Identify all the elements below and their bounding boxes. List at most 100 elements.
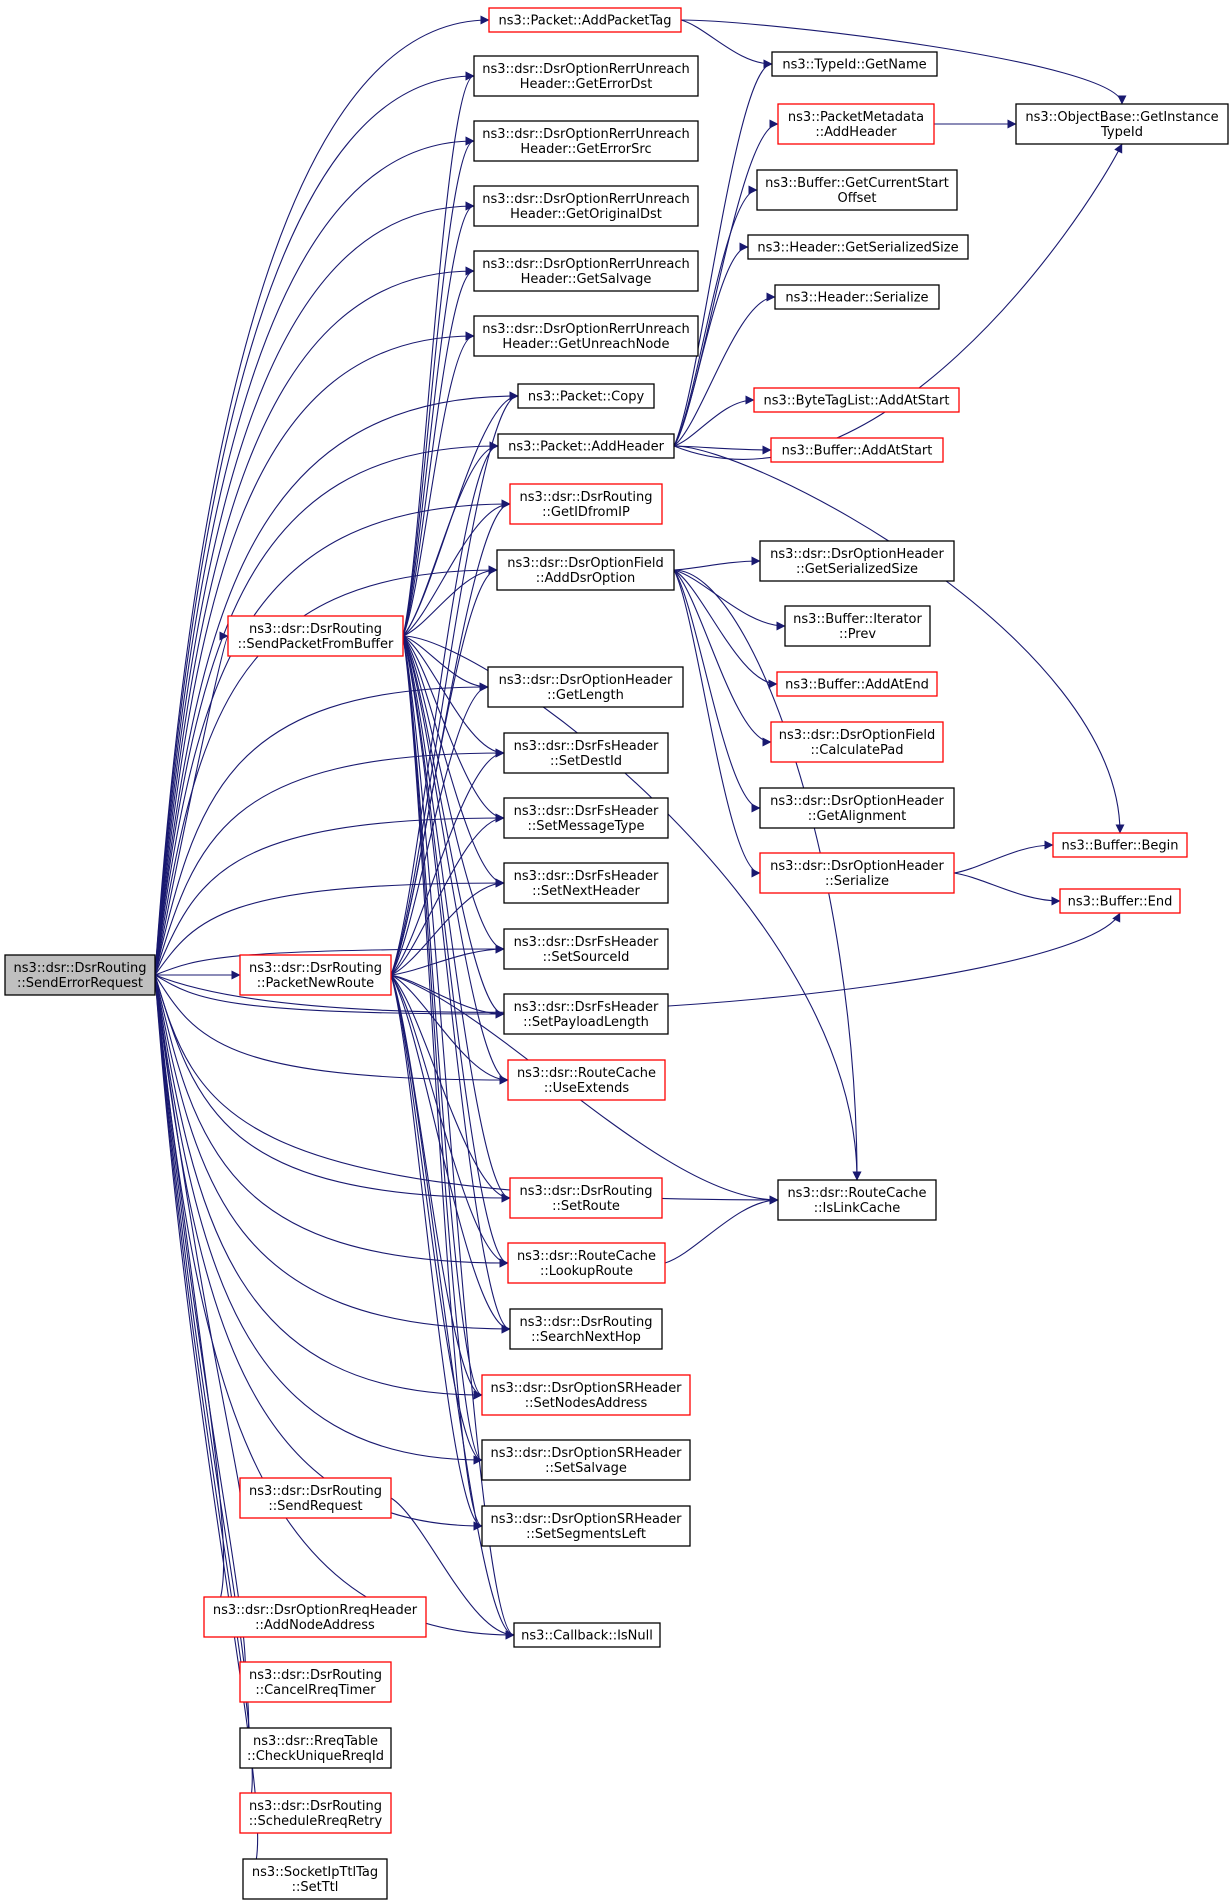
node-cancelRreqTimer[interactable]: ns3::dsr::DsrRouting::CancelRreqTimer (239, 1661, 392, 1703)
node-bufferAddAtEnd[interactable]: ns3::Buffer::AddAtEnd (776, 671, 938, 697)
node-getErrorDst[interactable]: ns3::dsr::DsrOptionRerrUnreachHeader::Ge… (473, 55, 699, 97)
node-setRoute[interactable]: ns3::dsr::DsrRouting::SetRoute (509, 1177, 663, 1219)
edge-root-to-searchNextHop (154, 974, 511, 1334)
edge-addDsrOption-to-optHdrSerialize (673, 569, 761, 878)
node-box-isLinkCache (777, 1179, 937, 1221)
node-optHdrGetSerializedSize[interactable]: ns3::dsr::DsrOptionHeader::GetSerialized… (759, 540, 955, 582)
node-box-getInstanceTypeId (1015, 103, 1229, 145)
node-box-lookupRoute (507, 1242, 666, 1284)
node-box-getOriginalDst (473, 185, 699, 227)
edge-packetNewRoute-to-packetAddHeader (390, 441, 499, 976)
node-label-setSourceId-1: ::SetSourceId (543, 950, 630, 965)
node-box-checkUniqueRreqId (239, 1727, 392, 1769)
node-packetNewRoute[interactable]: ns3::dsr::DsrRouting::PacketNewRoute (239, 954, 392, 996)
node-label-getIDfromIP-0: ns3::dsr::DsrRouting (520, 490, 653, 505)
edge-root-to-setNodesAddress (154, 974, 483, 1400)
node-label-callbackIsNull-0: ns3::Callback::IsNull (521, 1629, 653, 1644)
node-bufferEnd[interactable]: ns3::Buffer::End (1059, 888, 1181, 914)
node-packetAddHeader[interactable]: ns3::Packet::AddHeader (497, 433, 675, 459)
node-setSourceId[interactable]: ns3::dsr::DsrFsHeader::SetSourceId (503, 928, 669, 970)
node-box-getSalvage (473, 250, 699, 292)
node-getAlignment[interactable]: ns3::dsr::DsrOptionHeader::GetAlignment (759, 787, 955, 829)
edge-addDsrOption-to-iteratorPrev (673, 569, 786, 631)
node-bufferBegin[interactable]: ns3::Buffer::Begin (1052, 832, 1188, 858)
node-optHdrGetLength[interactable]: ns3::dsr::DsrOptionHeader::GetLength (487, 666, 684, 708)
node-sendPacketFromBuffer[interactable]: ns3::dsr::DsrRouting::SendPacketFromBuff… (227, 615, 404, 657)
node-getErrorSrc[interactable]: ns3::dsr::DsrOptionRerrUnreachHeader::Ge… (473, 120, 699, 162)
node-label-bufferAddAtEnd-0: ns3::Buffer::AddAtEnd (785, 678, 929, 693)
node-bufferAddAtStart[interactable]: ns3::Buffer::AddAtStart (770, 437, 944, 463)
node-label-sendPacketFromBuffer-1: ::SendPacketFromBuffer (238, 637, 394, 652)
edge-packetNewRoute-to-addDsrOption (390, 565, 498, 976)
node-label-setPayloadLength-0: ns3::dsr::DsrFsHeader (514, 1000, 659, 1015)
node-box-srSetSalvage (481, 1439, 691, 1481)
node-label-packetCopy-0: ns3::Packet::Copy (528, 390, 645, 405)
node-setTtl[interactable]: ns3::SocketIpTtlTag::SetTtl (242, 1858, 388, 1900)
node-label-setSegmentsLeft-0: ns3::dsr::DsrOptionSRHeader (490, 1512, 682, 1527)
node-label-getOriginalDst-0: ns3::dsr::DsrOptionRerrUnreach (482, 192, 690, 207)
function-nodes: ns3::dsr::DsrRouting::SendErrorRequestns… (4, 7, 1229, 1900)
edge-sendPacketFromBuffer-to-callbackIsNull (402, 635, 515, 1640)
node-optHdrSerialize[interactable]: ns3::dsr::DsrOptionHeader::Serialize (759, 852, 955, 894)
node-box-searchNextHop (509, 1308, 663, 1350)
edge-sendPacketFromBuffer-to-getUnreachNode (402, 331, 475, 637)
node-pmAddHeader[interactable]: ns3::PacketMetadata::AddHeader (777, 103, 935, 145)
node-label-optHdrGetLength-1: ::GetLength (547, 688, 624, 703)
node-scheduleRreqRetry[interactable]: ns3::dsr::DsrRouting::ScheduleRreqRetry (239, 1792, 392, 1834)
node-useExtends[interactable]: ns3::dsr::RouteCache::UseExtends (507, 1059, 666, 1101)
node-getIDfromIP[interactable]: ns3::dsr::DsrRouting::GetIDfromIP (509, 483, 663, 525)
node-label-setRoute-1: ::SetRoute (552, 1199, 620, 1214)
node-sendRequest[interactable]: ns3::dsr::DsrRouting::SendRequest (239, 1477, 392, 1519)
node-checkUniqueRreqId[interactable]: ns3::dsr::RreqTable::CheckUniqueRreqId (239, 1727, 392, 1769)
node-box-useExtends (507, 1059, 666, 1101)
node-packetCopy[interactable]: ns3::Packet::Copy (517, 383, 655, 409)
node-box-getErrorSrc (473, 120, 699, 162)
node-isLinkCache[interactable]: ns3::dsr::RouteCache::IsLinkCache (777, 1179, 937, 1221)
node-setSegmentsLeft[interactable]: ns3::dsr::DsrOptionSRHeader::SetSegments… (481, 1505, 691, 1547)
node-setDestId[interactable]: ns3::dsr::DsrFsHeader::SetDestId (503, 732, 669, 774)
edge-sendPacketFromBuffer-to-setRoute (402, 635, 511, 1203)
node-setMessageType[interactable]: ns3::dsr::DsrFsHeader::SetMessageType (503, 797, 669, 839)
edge-packetNewRoute-to-setSegmentsLeft (390, 974, 483, 1531)
edge-root-to-callbackIsNull (154, 974, 515, 1640)
node-box-setPayloadLength (503, 993, 669, 1035)
node-addPacketTag[interactable]: ns3::Packet::AddPacketTag (488, 7, 682, 33)
node-box-setTtl (242, 1858, 388, 1900)
edge-root-to-getErrorDst (154, 71, 475, 976)
node-label-getCurrentStartOffset-1: Offset (837, 191, 876, 206)
node-srSetSalvage[interactable]: ns3::dsr::DsrOptionSRHeader::SetSalvage (481, 1439, 691, 1481)
node-addDsrOption[interactable]: ns3::dsr::DsrOptionField::AddDsrOption (496, 549, 675, 591)
edge-sendPacketFromBuffer-to-packetAddHeader (402, 441, 499, 637)
edge-root-to-packetAddHeader (154, 441, 499, 976)
node-box-getAlignment (759, 787, 955, 829)
node-addNodeAddress[interactable]: ns3::dsr::DsrOptionRreqHeader::AddNodeAd… (203, 1596, 427, 1638)
edge-root-to-setMessageType (154, 813, 505, 976)
node-label-setNodesAddress-0: ns3::dsr::DsrOptionSRHeader (490, 1381, 682, 1396)
node-hdrSerialize[interactable]: ns3::Header::Serialize (774, 284, 940, 310)
node-label-byteTagAddAtStart-0: ns3::ByteTagList::AddAtStart (764, 394, 950, 409)
node-hdrGetSerializedSize[interactable]: ns3::Header::GetSerializedSize (747, 234, 969, 260)
node-setPayloadLength[interactable]: ns3::dsr::DsrFsHeader::SetPayloadLength (503, 993, 669, 1035)
edge-root-to-packetCopy (154, 391, 519, 976)
node-callbackIsNull[interactable]: ns3::Callback::IsNull (513, 1622, 661, 1648)
node-label-bufferBegin-0: ns3::Buffer::Begin (1061, 839, 1178, 854)
edge-addPacketTag-to-typeIdGetName (680, 19, 773, 69)
node-iteratorPrev[interactable]: ns3::Buffer::Iterator::Prev (784, 605, 931, 647)
node-box-setDestId (503, 732, 669, 774)
node-byteTagAddAtStart[interactable]: ns3::ByteTagList::AddAtStart (753, 387, 960, 413)
node-getSalvage[interactable]: ns3::dsr::DsrOptionRerrUnreachHeader::Ge… (473, 250, 699, 292)
edge-packetNewRoute-to-useExtends (390, 974, 509, 1085)
node-searchNextHop[interactable]: ns3::dsr::DsrRouting::SearchNextHop (509, 1308, 663, 1350)
node-lookupRoute[interactable]: ns3::dsr::RouteCache::LookupRoute (507, 1242, 666, 1284)
node-label-hdrGetSerializedSize-0: ns3::Header::GetSerializedSize (757, 241, 958, 256)
edge-sendPacketFromBuffer-to-setNextHeader (402, 635, 505, 888)
node-getOriginalDst[interactable]: ns3::dsr::DsrOptionRerrUnreachHeader::Ge… (473, 185, 699, 227)
node-getUnreachNode[interactable]: ns3::dsr::DsrOptionRerrUnreachHeader::Ge… (473, 315, 699, 357)
node-typeIdGetName[interactable]: ns3::TypeId::GetName (771, 51, 938, 77)
node-setNextHeader[interactable]: ns3::dsr::DsrFsHeader::SetNextHeader (503, 862, 669, 904)
node-box-setNodesAddress (481, 1374, 691, 1416)
node-calculatePad[interactable]: ns3::dsr::DsrOptionField::CalculatePad (770, 721, 944, 763)
node-setNodesAddress[interactable]: ns3::dsr::DsrOptionSRHeader::SetNodesAdd… (481, 1374, 691, 1416)
